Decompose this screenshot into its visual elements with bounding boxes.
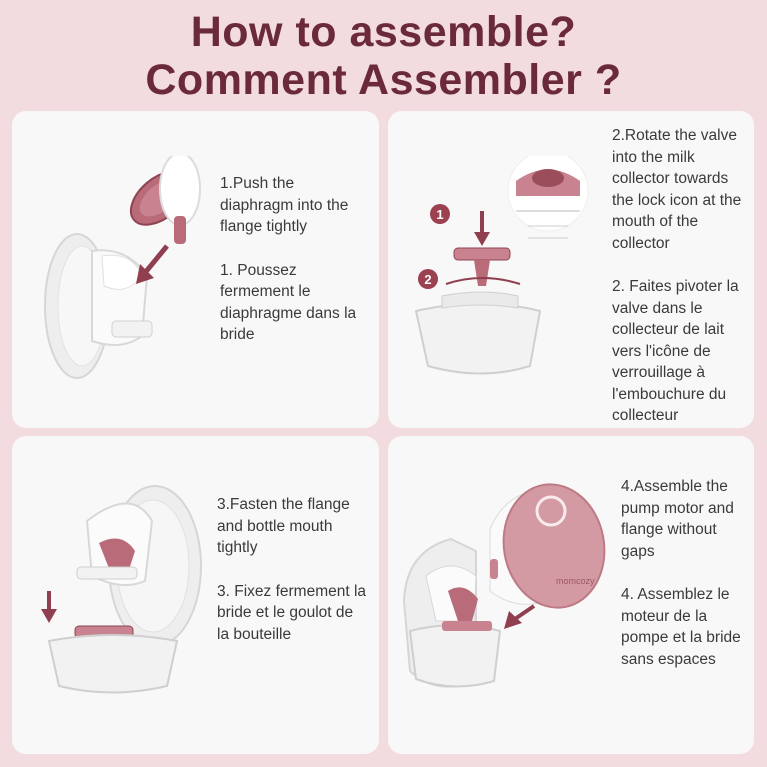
step-2-text-en: 2.Rotate the valve into the milk collect…: [612, 127, 742, 252]
step-3-text-en: 3.Fasten the flange and bottle mouth tig…: [217, 496, 350, 556]
flange-bottle-illustration: [41, 485, 202, 694]
brand-logo-text: momcozy: [556, 576, 595, 586]
step-3-text-fr: 3. Fixez fermement la bride et le goulot…: [217, 582, 367, 643]
step-1-text-fr: 1. Poussez fermement le diaphragme dans …: [220, 261, 357, 344]
page-title-en: How to assemble?: [190, 8, 577, 56]
valve-collector-illustration: 1 2: [414, 156, 589, 375]
step-1-card: 1.Push the diaphragm into the flange tig…: [12, 111, 379, 428]
marker-2: 2: [424, 272, 431, 287]
page-title-fr: Comment Assembler ?: [145, 56, 622, 104]
marker-1: 1: [436, 207, 443, 222]
step-4-text-fr: 4. Assemblez le moteur de la pompe et la…: [621, 586, 741, 668]
motor-flange-illustration: momcozy: [402, 483, 606, 688]
step-2-text-fr: 2. Faites pivoter la valve dans le colle…: [612, 278, 739, 424]
step-4-card: momcozy 4.Assemble the pump motor and fl…: [388, 436, 754, 754]
step-1-text-en: 1.Push the diaphragm into the flange tig…: [220, 175, 349, 235]
step-2-card: 1 2 2.Rotate the valve into the milk col…: [388, 111, 754, 428]
step-3-card: 3.Fasten the flange and bottle mouth tig…: [12, 436, 379, 754]
flange-diaphragm-illustration: [44, 156, 201, 379]
step-4-text-en: 4.Assemble the pump motor and flange wit…: [621, 478, 734, 560]
